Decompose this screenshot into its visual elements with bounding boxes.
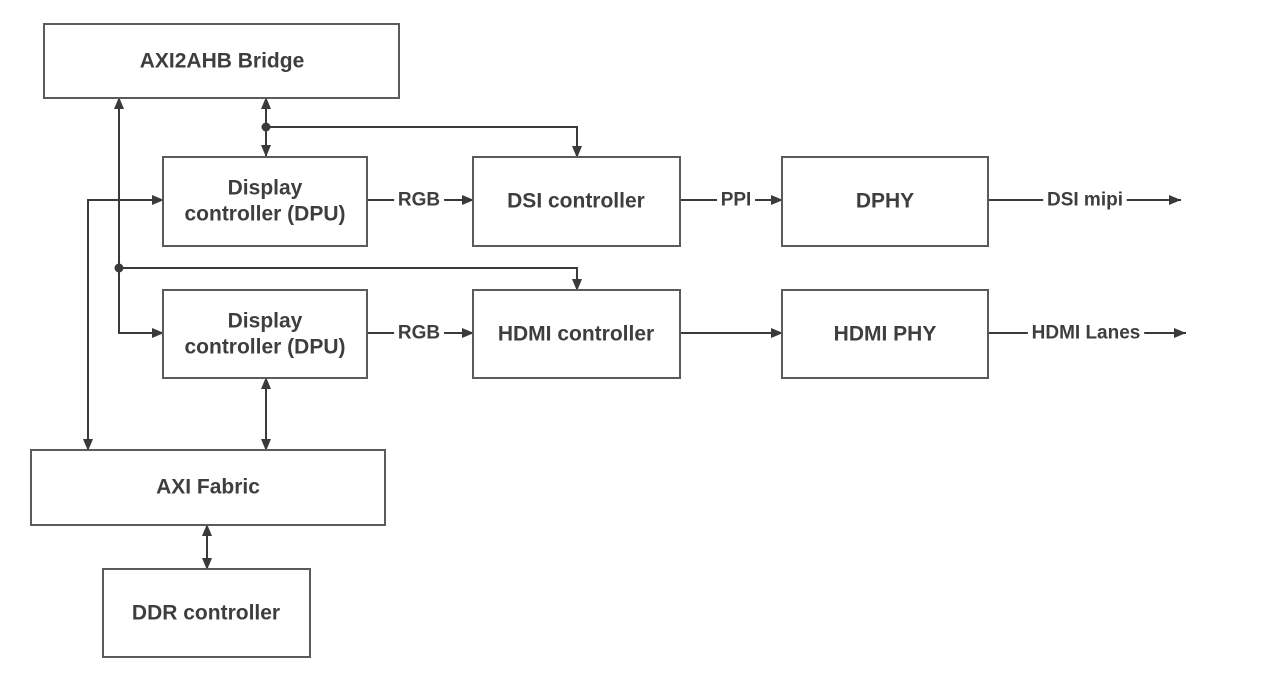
display-controller-hdmi-label-line1: Display bbox=[228, 310, 303, 333]
display-controller-dsi-label-line1: Display bbox=[228, 177, 303, 200]
hdmi-controller-box: HDMI controller bbox=[472, 289, 681, 379]
dsi-controller-rect bbox=[472, 156, 681, 247]
dsi-controller-box: DSI controller bbox=[472, 156, 681, 247]
ddr-controller-box: DDR controller bbox=[102, 568, 311, 658]
label-rgb-hdmi: RGB bbox=[398, 323, 440, 344]
ddr-controller-label: DDR controller bbox=[132, 602, 280, 625]
label-dsi-mipi: DSI mipi bbox=[1047, 190, 1123, 211]
display-controller-dsi-label-line2: controller (DPU) bbox=[184, 203, 345, 226]
connector-bridge-dsi-controller bbox=[265, 126, 582, 158]
axi-fabric-rect bbox=[30, 449, 386, 526]
display-controller-hdmi-box: Display controller (DPU) bbox=[162, 289, 368, 379]
axi-fabric-label: AXI Fabric bbox=[156, 476, 260, 499]
junction-dot bbox=[114, 263, 124, 273]
hdmi-controller-rect bbox=[472, 289, 681, 379]
dphy-box: DPHY bbox=[781, 156, 989, 247]
dsi-controller-label: DSI controller bbox=[507, 190, 645, 213]
label-ppi: PPI bbox=[721, 190, 752, 211]
display-controller-dsi-rect bbox=[162, 156, 368, 247]
display-controller-hdmi-label-line2: controller (DPU) bbox=[184, 336, 345, 359]
hdmi-phy-label: HDMI PHY bbox=[834, 323, 937, 346]
junction-dot bbox=[261, 122, 271, 132]
connector-trunk-hdmi-controller bbox=[118, 267, 582, 291]
hdmi-controller-label: HDMI controller bbox=[498, 323, 654, 346]
label-rgb-dsi: RGB bbox=[398, 190, 440, 211]
axi2ahb-bridge-label: AXI2AHB Bridge bbox=[140, 50, 305, 73]
dphy-rect bbox=[781, 156, 989, 247]
display-controller-dsi-box: Display controller (DPU) bbox=[162, 156, 368, 247]
label-hdmi-lanes: HDMI Lanes bbox=[1032, 323, 1141, 344]
hdmi-phy-box: HDMI PHY bbox=[781, 289, 989, 379]
axi-fabric-box: AXI Fabric bbox=[30, 449, 386, 526]
dphy-label: DPHY bbox=[856, 190, 914, 213]
hdmi-phy-rect bbox=[781, 289, 989, 379]
ddr-controller-rect bbox=[102, 568, 311, 658]
axi2ahb-bridge-rect bbox=[43, 23, 400, 99]
axi2ahb-bridge-box: AXI2AHB Bridge bbox=[43, 23, 400, 99]
display-controller-hdmi-rect bbox=[162, 289, 368, 379]
